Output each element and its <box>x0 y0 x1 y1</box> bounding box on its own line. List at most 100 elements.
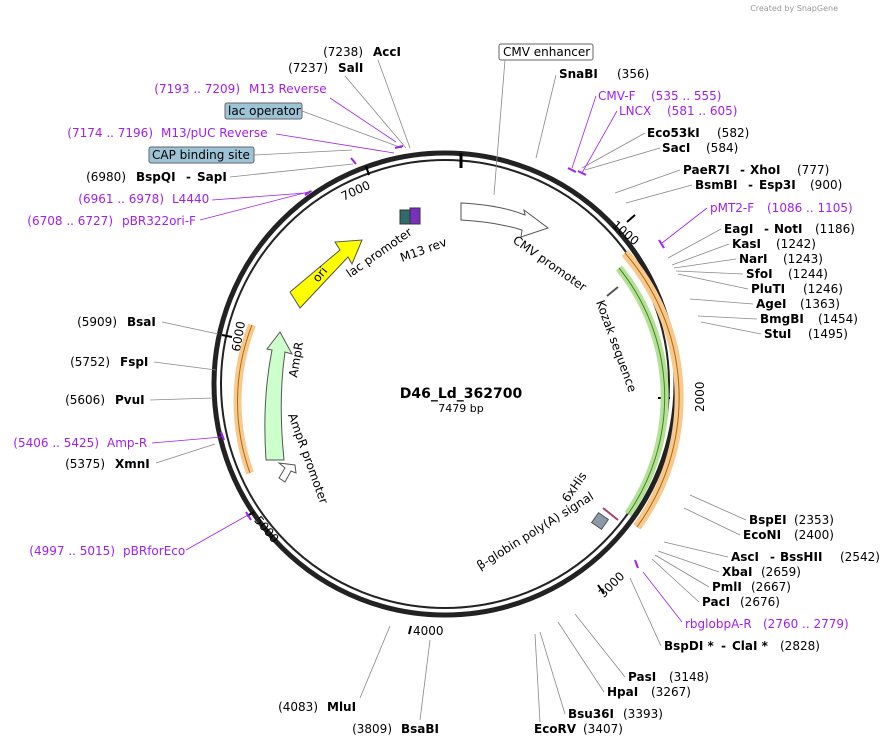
kozak-label: Kozak sequence <box>593 298 639 394</box>
enzyme-agei[interactable]: AgeI (1363) <box>756 297 840 311</box>
enzyme-saci[interactable]: SacI (584) <box>662 141 738 155</box>
enzyme-eco53ki[interactable]: Eco53kI (582) <box>647 126 749 140</box>
enzyme-xmni[interactable]: (5375) XmnI <box>65 457 150 471</box>
primer-rbglobpa-r[interactable]: rbglobpA-R (2760 .. 2779) <box>685 617 849 631</box>
ampr-feature[interactable] <box>264 331 294 461</box>
svg-text:pBRforEco: pBRforEco <box>123 544 185 558</box>
enzyme-bsabi[interactable]: (3809) BsaBI <box>352 722 439 736</box>
enzyme-fspi[interactable]: (5752) FspI <box>70 355 148 369</box>
plasmid-name: D46_Ld_362700 <box>400 386 523 402</box>
primer-pbr322ori-f[interactable]: (6708 .. 6727) pBR322ori-F <box>27 214 196 228</box>
brand-logo: Created by SnapGene <box>750 4 838 13</box>
svg-text:(2667): (2667) <box>751 580 791 594</box>
svg-text:PmlI: PmlI <box>712 580 742 594</box>
cap-binding-site-box[interactable]: CAP binding site <box>148 146 255 164</box>
svg-text:(1086 .. 1105): (1086 .. 1105) <box>767 201 853 215</box>
enzyme-paci[interactable]: PacI (2676) <box>702 595 780 609</box>
svg-text:-: - <box>764 222 769 236</box>
primer-pbrforeco[interactable]: (4997 .. 5015) pBRforEco <box>29 544 185 558</box>
svg-text:(2676): (2676) <box>740 595 780 609</box>
enzyme-asci-bsshii[interactable]: AscI - BssHII (2542) <box>731 550 880 564</box>
enzymes-right-top: SnaBI (356) Eco53kI (582) SacI (584) <box>559 67 749 155</box>
svg-text:PaeR7I: PaeR7I <box>683 163 730 177</box>
svg-text:EcoNI: EcoNI <box>743 528 781 542</box>
enzyme-eagi-noti[interactable]: EagI - NotI (1186) <box>724 222 855 236</box>
ampr-promoter-label: AmpR promoter <box>285 411 331 505</box>
enzyme-stui[interactable]: StuI (1495) <box>764 327 848 341</box>
enzyme-bspdi-clai[interactable]: BspDI * - ClaI * (2828) <box>664 639 820 653</box>
plasmid-size: 7479 bp <box>438 402 483 415</box>
svg-text:(6708 .. 6727): (6708 .. 6727) <box>27 214 113 228</box>
svg-text:EagI: EagI <box>724 222 753 236</box>
enzyme-pasi[interactable]: PasI (3148) <box>628 670 709 684</box>
svg-text:(1495): (1495) <box>808 327 848 341</box>
svg-text:-: - <box>748 178 753 192</box>
enzyme-hpai[interactable]: HpaI (3267) <box>607 685 691 699</box>
enzyme-bsu36i[interactable]: Bsu36I (3393) <box>568 707 663 721</box>
enzyme-econi[interactable]: EcoNI (2400) <box>743 528 834 542</box>
enzyme-sfoi[interactable]: SfoI (1244) <box>746 267 828 281</box>
globin-label: β-globin poly(A) signal <box>474 489 596 572</box>
primer-lncx[interactable]: LNCX (581 .. 605) <box>619 104 737 118</box>
enzyme-paer7i-xhoi[interactable]: PaeR7I - XhoI (777) <box>683 163 829 177</box>
svg-text:(582): (582) <box>717 126 749 140</box>
ampr-promoter-feature[interactable] <box>277 462 297 483</box>
primer-m13-reverse[interactable]: (7193 .. 7209) M13 Reverse <box>154 82 326 96</box>
brand-text: Created by SnapGene <box>750 4 838 13</box>
svg-text:MluI: MluI <box>327 700 356 714</box>
enzyme-kasi[interactable]: KasI (1242) <box>732 237 816 251</box>
svg-text:(6980): (6980) <box>86 170 126 184</box>
enzyme-pmli[interactable]: PmlI (2667) <box>712 580 791 594</box>
svg-text:(3267): (3267) <box>651 685 691 699</box>
primer-cmv-f[interactable]: CMV-F (535 .. 555) <box>598 89 721 103</box>
primer-l4440[interactable]: (6961 .. 6978) L4440 <box>78 192 209 206</box>
svg-text:-: - <box>186 170 191 184</box>
svg-text:AscI: AscI <box>731 550 759 564</box>
primers-right: CMV-F (535 .. 555) LNCX (581 .. 605) pMT… <box>598 89 853 631</box>
svg-text:(5606): (5606) <box>65 393 105 407</box>
globin-polyA-feature[interactable] <box>590 511 610 531</box>
svg-text:Amp-R: Amp-R <box>107 436 147 450</box>
enzyme-snabi[interactable]: SnaBI (356) <box>559 67 649 81</box>
enzyme-pvui[interactable]: (5606) PvuI <box>65 393 145 407</box>
svg-text:Eco53kI: Eco53kI <box>647 126 700 140</box>
svg-text:HpaI: HpaI <box>607 685 638 699</box>
svg-text:ClaI *: ClaI * <box>732 639 769 653</box>
enzyme-bsmbi-esp3i[interactable]: BsmBI - Esp3I (900) <box>695 178 842 192</box>
enzyme-bspqi-sapi[interactable]: (6980) BspQI - SapI <box>86 170 227 184</box>
enzyme-mlui[interactable]: (4083) MluI <box>278 700 356 714</box>
orf-arc-orange-edge <box>624 252 680 528</box>
lac-operator-box[interactable]: lac operator <box>224 102 303 120</box>
enzyme-bspei[interactable]: BspEI (2353) <box>749 513 834 527</box>
enzyme-bmgbi[interactable]: BmgBI (1454) <box>760 312 858 326</box>
primer-pmt2-f[interactable]: pMT2-F (1086 .. 1105) <box>710 201 853 215</box>
ampr-label: AmpR <box>286 341 306 379</box>
enzymes-bottom-left: (4083) MluI (3809) BsaBI <box>278 700 439 736</box>
tick-4000: 4000 <box>413 624 444 638</box>
cmv-promoter-feature[interactable] <box>460 202 550 238</box>
svg-text:SnaBI: SnaBI <box>559 67 598 81</box>
cmv-enhancer-box[interactable]: CMV enhancer <box>498 43 594 61</box>
svg-text:(535 .. 555): (535 .. 555) <box>651 89 721 103</box>
svg-text:(2828): (2828) <box>780 639 820 653</box>
enzyme-sali[interactable]: (7237) SalI <box>288 61 363 75</box>
enzymes-right: KasI (1242) NarI (1243) SfoI (1244) PluT… <box>732 237 858 341</box>
svg-text:(1244): (1244) <box>788 267 828 281</box>
enzyme-xbai[interactable]: XbaI (2659) <box>722 565 801 579</box>
primer-m13-puc-reverse[interactable]: (7174 .. 7196) M13/pUC Reverse <box>67 126 267 140</box>
backbone-outer <box>211 150 679 618</box>
enzyme-bsai[interactable]: (5909) BsaI <box>77 315 156 329</box>
svg-text:(7237): (7237) <box>288 61 328 75</box>
enzyme-nari[interactable]: NarI (1243) <box>739 252 823 266</box>
enzyme-pluti[interactable]: PluTI (1246) <box>751 282 843 296</box>
enzyme-acci[interactable]: (7238) AccI <box>323 45 401 59</box>
enzyme-ecorv[interactable]: EcoRV (3407) <box>534 722 623 736</box>
ori-feature[interactable] <box>289 239 363 309</box>
svg-text:XmnI: XmnI <box>115 457 150 471</box>
svg-text:rbglobpA-R: rbglobpA-R <box>685 617 752 631</box>
svg-text:-: - <box>740 163 745 177</box>
m13-rev-feature[interactable] <box>409 207 421 225</box>
primer-amp-r[interactable]: (5406 .. 5425) Amp-R <box>13 436 147 450</box>
